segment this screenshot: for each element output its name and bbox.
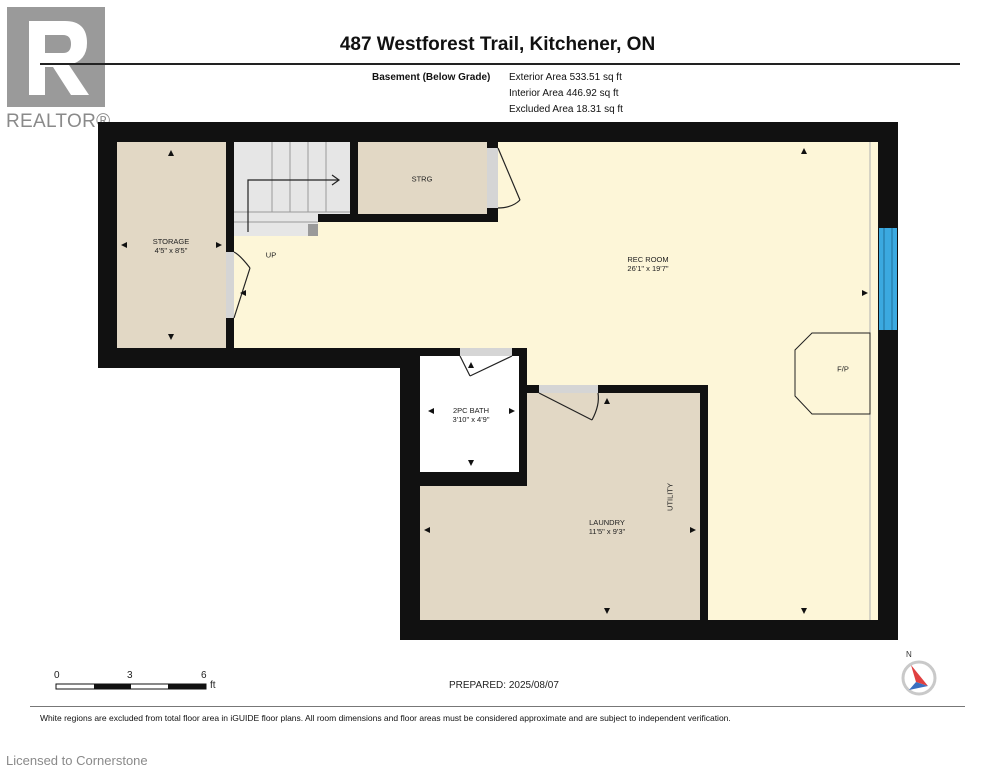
interior-area: Interior Area 446.92 sq ft	[509, 88, 619, 99]
laundry-room-fill	[420, 486, 700, 620]
laundry-upper-fill	[527, 393, 700, 486]
compass-icon	[901, 660, 937, 696]
excluded-area: Excluded Area 18.31 sq ft	[509, 104, 623, 115]
exterior-area: Exterior Area 533.51 sq ft	[509, 72, 622, 83]
stair-landing	[308, 224, 318, 236]
scale-tick-3: 3	[127, 670, 133, 681]
scale-tick-0: 0	[54, 670, 60, 681]
strg-label: STRG	[411, 174, 433, 184]
bath-label: 2PC BATH 3'10" x 4'9"	[453, 406, 490, 424]
storage-label: STORAGE 4'5" x 8'5"	[153, 237, 190, 255]
rec-room-label: REC ROOM 26'1" x 19'7"	[627, 255, 668, 273]
storage-dims: 4'5" x 8'5"	[154, 246, 188, 255]
fireplace	[794, 332, 871, 415]
stair-treads	[234, 142, 350, 223]
bath-door-threshold	[460, 348, 512, 356]
laundry-dims: 11'5" x 9'3"	[588, 527, 626, 536]
property-address-title: 487 Westforest Trail, Kitchener, ON	[339, 34, 656, 55]
storage-name: STORAGE	[152, 237, 190, 246]
area-values: Exterior Area 533.51 sq ft Interior Area…	[509, 70, 623, 118]
footer-divider	[30, 706, 965, 707]
scale-tick-6: 6	[201, 670, 207, 681]
stair-direction-arrow	[247, 179, 338, 232]
laundry-label: LAUNDRY 11'5" x 9'3"	[589, 518, 625, 536]
rec-room-dims: 26'1" x 19'7"	[627, 264, 669, 273]
disclaimer-text: White regions are excluded from total fl…	[40, 713, 731, 723]
dimension-arrows	[121, 148, 868, 614]
storage-door-threshold	[226, 252, 234, 318]
bath-dims: 3'10" x 4'9"	[452, 415, 490, 424]
bath-name: 2PC BATH	[452, 406, 490, 415]
license-watermark: Licensed to Cornerstone	[6, 753, 148, 768]
window	[879, 228, 897, 330]
utility-label: UTILITY	[665, 483, 675, 511]
compass-north-label: N	[906, 650, 912, 659]
rec-room-name: REC ROOM	[627, 255, 669, 264]
realtor-r-mark	[7, 7, 105, 107]
walls	[98, 122, 898, 640]
realtor-logo: REALTOR®	[0, 0, 118, 138]
realtor-wordmark: REALTOR®	[6, 111, 111, 132]
strg-room-fill	[358, 142, 487, 214]
storage-room-fill	[117, 142, 226, 348]
prepared-date: PREPARED: 2025/08/07	[449, 680, 559, 691]
rec-room-fill	[234, 142, 878, 620]
laundry-name: LAUNDRY	[589, 518, 625, 527]
strg-door-threshold	[487, 148, 498, 208]
laundry-door-threshold	[539, 385, 598, 393]
scale-unit: ft	[210, 680, 216, 691]
level-label: Basement (Below Grade)	[372, 72, 491, 83]
stairs-up-label: UP	[265, 250, 277, 260]
scale-bar	[55, 683, 207, 690]
fireplace-label: F/P	[837, 364, 849, 374]
title-divider	[40, 63, 960, 65]
